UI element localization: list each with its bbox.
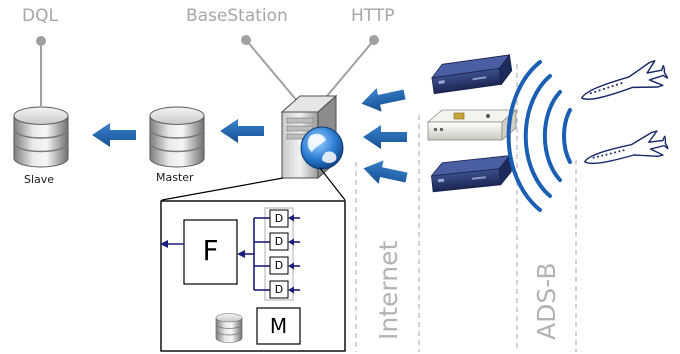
f-box-label: F <box>202 234 219 267</box>
zoom-line-right <box>319 167 346 201</box>
slave-label: Slave <box>24 173 55 186</box>
top-label-connectors <box>36 35 379 106</box>
airplane-top-icon <box>577 57 671 112</box>
d-box-2-label: D <box>274 235 284 248</box>
receiver-device-top-icon <box>431 53 513 95</box>
slave-database-icon <box>13 106 69 168</box>
basestation-connector-dot <box>241 35 251 45</box>
d-to-f-arrowhead <box>237 250 245 258</box>
f-output-arrowhead <box>160 240 168 248</box>
receiver-middle-arrow <box>363 125 407 149</box>
radio-waves-icon <box>506 60 572 212</box>
master-database-icon <box>149 106 205 168</box>
receiver-device-middle-icon <box>426 109 518 141</box>
d-to-f-bus <box>244 217 270 291</box>
d-box-4 <box>269 280 289 299</box>
basestation-label: BaseStation <box>186 6 288 26</box>
airplane-bottom-icon <box>581 128 671 175</box>
dql-label: DQL <box>22 6 58 26</box>
m-box <box>256 307 301 345</box>
d-box-4-label: D <box>274 283 284 296</box>
mini-database-icon <box>215 313 243 343</box>
receiver-bottom-arrow <box>360 156 410 190</box>
f-box <box>183 219 238 285</box>
d-box-3-label: D <box>274 259 284 272</box>
d-group-outline <box>264 207 294 301</box>
master-to-slave-arrow <box>92 123 136 147</box>
d-box-1 <box>269 209 289 228</box>
master-label: Master <box>156 171 194 184</box>
adsb-label: ADS-B <box>532 262 561 340</box>
m-box-label: M <box>269 314 288 338</box>
internet-label: Internet <box>374 240 403 340</box>
globe-icon <box>300 126 344 170</box>
dql-connector-dot <box>36 36 46 46</box>
http-connector-dot <box>369 35 379 45</box>
d-box-2 <box>269 232 289 251</box>
zoom-line-left <box>161 177 284 201</box>
server-to-master-arrow <box>220 119 264 143</box>
receiver-device-bottom-icon <box>430 154 512 193</box>
basestation-connector <box>245 39 299 103</box>
d-box-1-label: D <box>274 212 284 225</box>
d-box-3 <box>269 256 289 275</box>
http-label: HTTP <box>351 6 395 26</box>
d-input-arrowheads <box>288 214 294 294</box>
http-connector <box>321 39 375 103</box>
receiver-top-arrow <box>358 82 408 116</box>
